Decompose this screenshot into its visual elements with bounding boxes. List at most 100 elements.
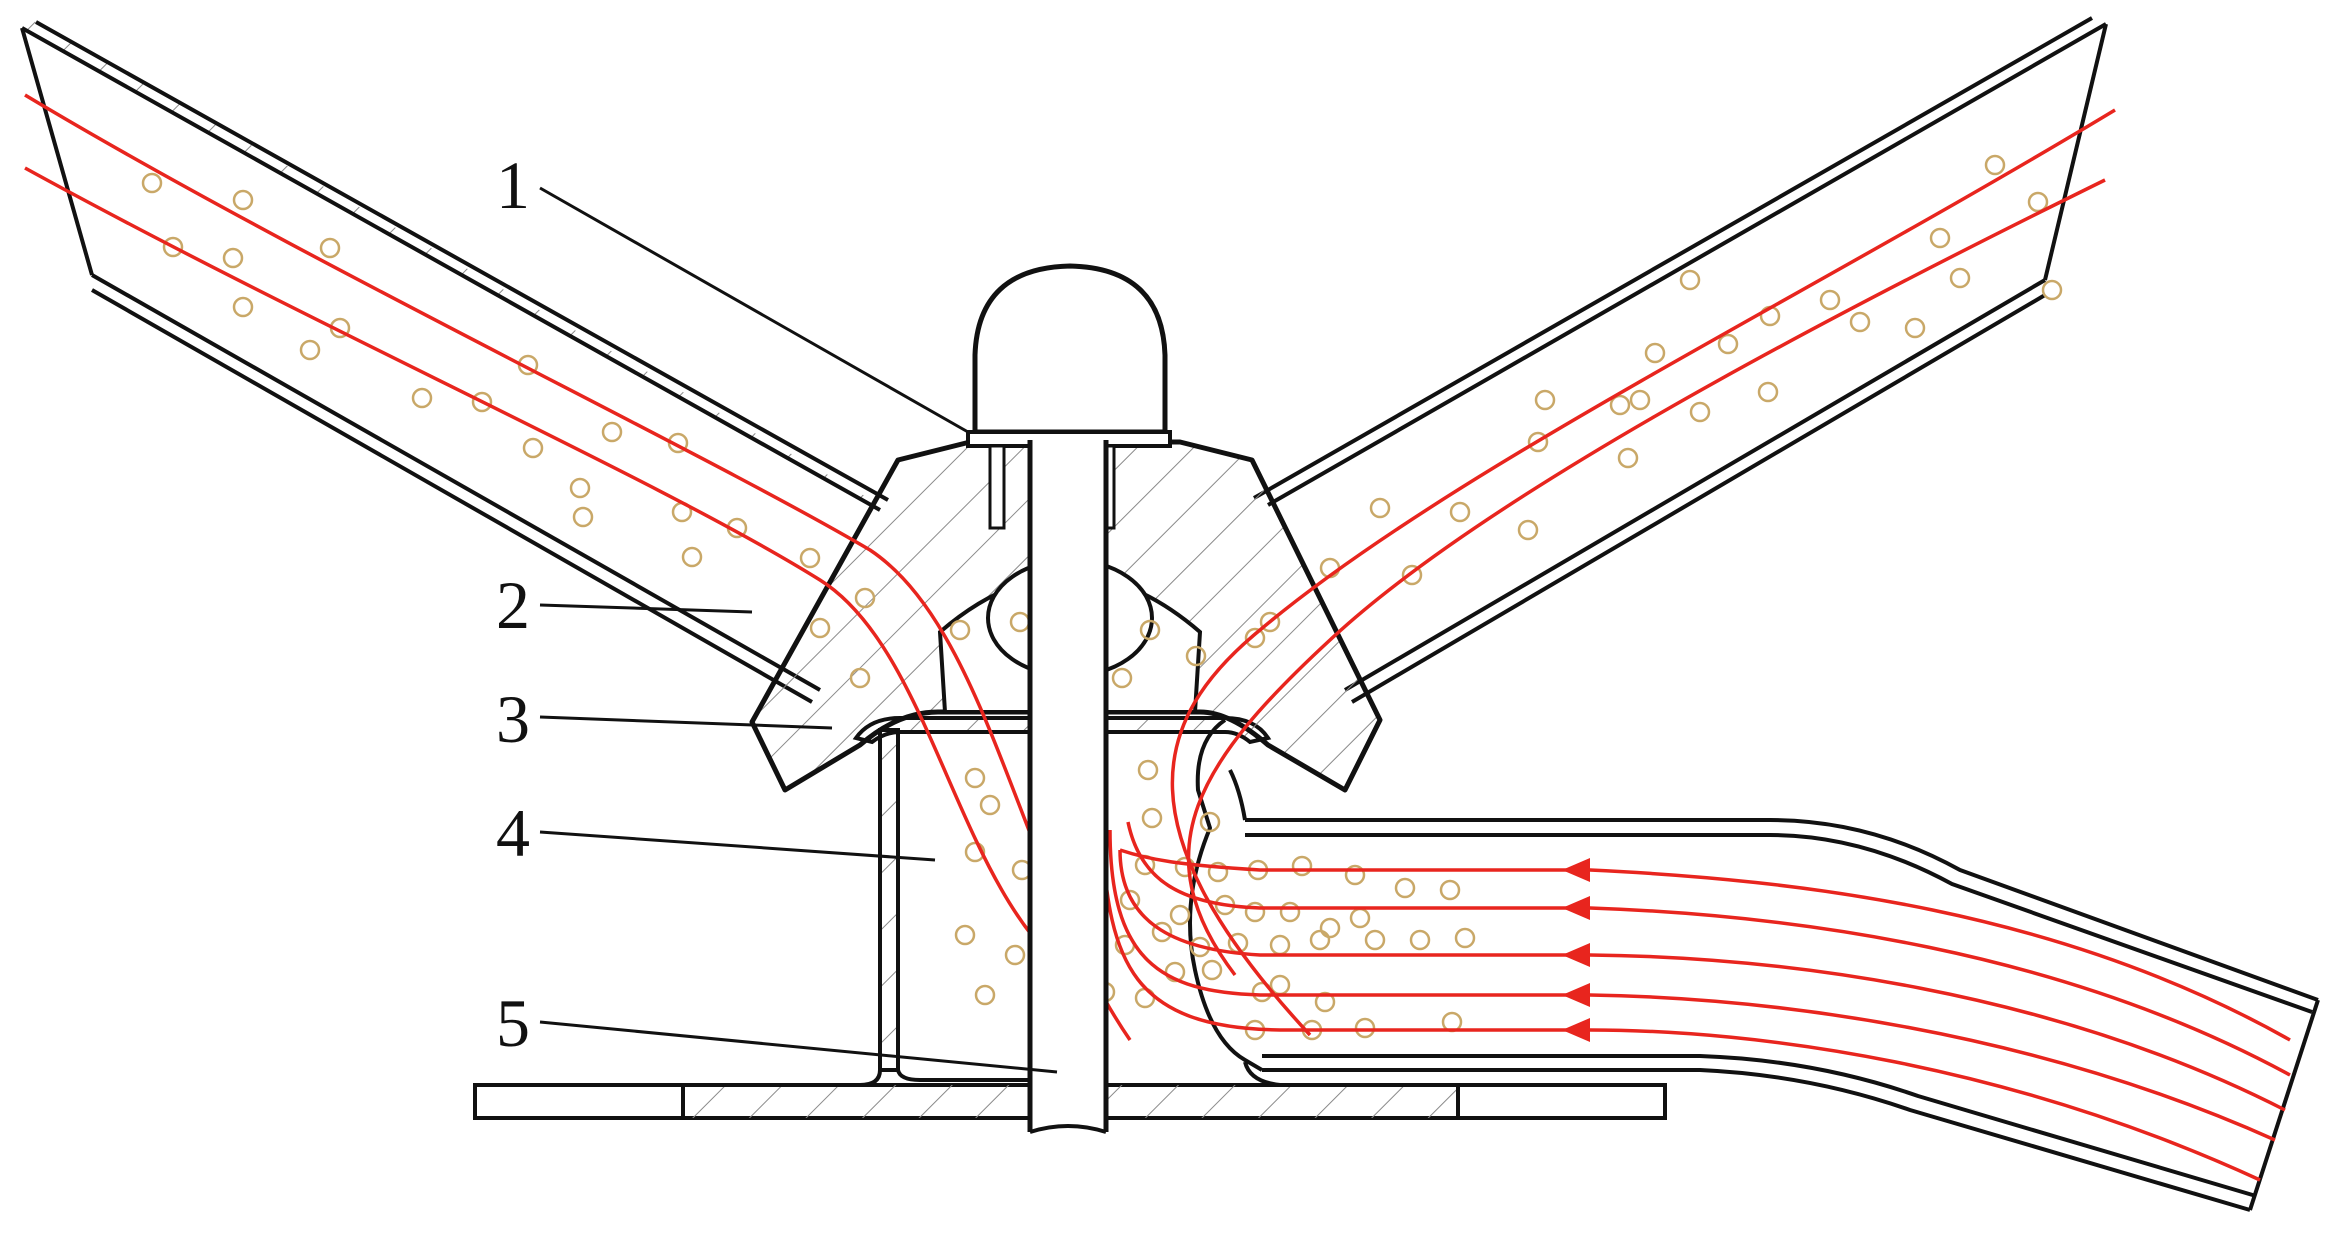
flow-arrowhead [1562,858,1590,882]
leader-line-4 [539,830,936,862]
particle [522,437,544,459]
particle [2027,191,2049,213]
particle [1617,447,1639,469]
particle [1151,921,1173,943]
particle [1004,944,1026,966]
flow-arrowhead [1562,1018,1590,1042]
leader-line-2 [539,603,753,614]
particle [974,984,996,1006]
particle [1139,619,1161,641]
bottom-duct-bottom-wall-inner [1262,1054,2257,1198]
leader-line-3 [539,715,833,730]
particle [2041,279,2063,301]
flow-line [1100,839,2261,1182]
ducts [20,16,2320,1212]
particle [1527,431,1549,453]
particle [1717,333,1739,355]
right-duct-top-wall-outer [1253,16,2093,500]
particle [1354,1017,1376,1039]
flow-lines [24,93,2291,1182]
particle [1369,497,1391,519]
chamber-right-lip [1228,769,1247,821]
particle [1609,394,1631,416]
flow-arrowhead [1562,943,1590,967]
leader-line-1 [539,186,969,434]
particle [1169,904,1191,926]
particle [1319,917,1341,939]
particle [1929,227,1951,249]
chamber-left-fillet [683,1069,882,1087]
particle [1454,927,1476,949]
particle [1534,389,1556,411]
chamber-right-contour [1188,718,1264,1072]
particle [411,387,433,409]
left-duct-top-wall [21,26,881,512]
flow-line [1186,178,2106,977]
particle [964,841,986,863]
particle [232,296,254,318]
bottom-duct-bottom-wall [1262,1068,2251,1212]
left-duct-bottom-wall [91,273,821,692]
particle [964,767,986,789]
particle [1111,667,1133,689]
particle [1137,759,1159,781]
particle [954,924,976,946]
particle [1344,864,1366,886]
particle [1849,311,1871,333]
particle [681,546,703,568]
flow-line [1119,848,2291,1042]
dome-screw-left [988,444,1006,530]
particle [1364,929,1386,951]
left-duct-bottom-wall-outer [91,288,813,704]
particle [601,421,623,443]
particle [949,619,971,641]
flow-line [1126,821,2291,1077]
particle [1199,811,1221,833]
particle [141,172,163,194]
particle [319,237,341,259]
particle [1207,861,1229,883]
particle [809,617,831,639]
flow-line [1108,829,2276,1142]
callout-label-1: 1 [496,147,530,223]
particle [1244,901,1266,923]
particle [1439,879,1461,901]
particle [849,667,871,689]
particle [799,547,821,569]
particle [1409,929,1431,951]
particle [1174,856,1196,878]
particle [1394,877,1416,899]
leader-lines [539,186,1058,1074]
particle [1449,501,1471,523]
bottom-duct-top-wall [1245,818,2319,1002]
particle [1244,627,1266,649]
particle [854,587,876,609]
particle [1689,401,1711,423]
flow-arrowhead [1562,983,1590,1007]
particle [1679,269,1701,291]
particle [1279,901,1301,923]
flow-line [1170,108,2116,1037]
particle [572,506,594,528]
particle [1904,317,1926,339]
chamber-right-fillet [1243,1061,1458,1087]
chamber-left-wall [878,728,900,1072]
particle [1401,564,1423,586]
particle [1141,807,1163,829]
particle [1201,959,1223,981]
center-shaft [1027,440,1109,1134]
leader-line-5 [539,1020,1058,1074]
callout-label-2: 2 [496,567,530,643]
dome-cap [972,263,1168,435]
particle [1119,889,1141,911]
bottom-duct-top-wall-inner [1245,833,2313,1014]
particle [1164,961,1186,983]
particle [162,236,184,258]
particle [1949,267,1971,289]
particle [569,477,591,499]
particle [232,189,254,211]
particle [299,339,321,361]
particle [1629,389,1651,411]
left-duct-fill [22,28,880,555]
